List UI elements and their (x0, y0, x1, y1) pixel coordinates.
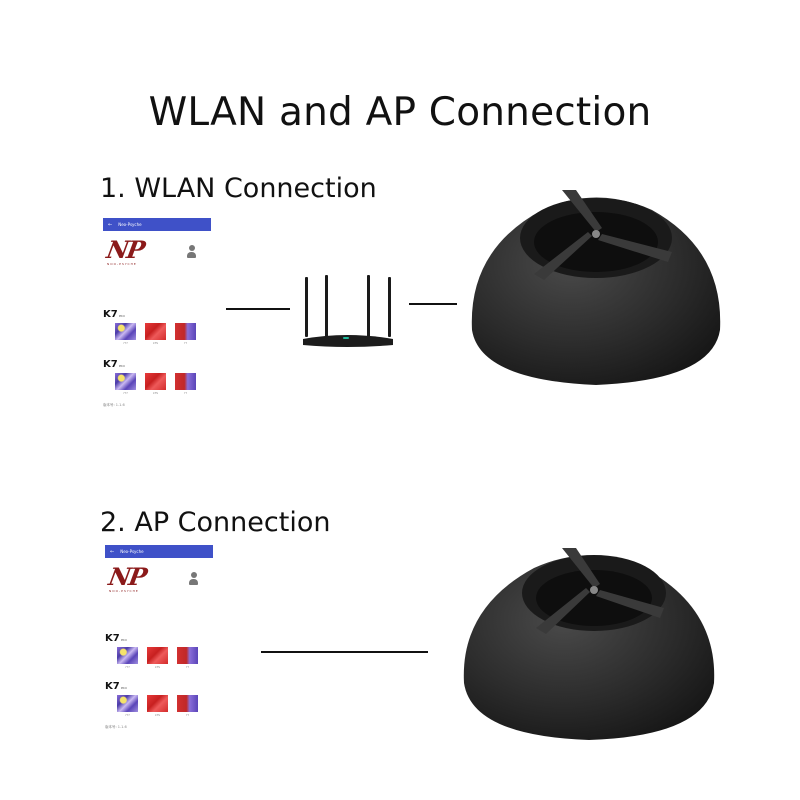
mode-thumbnail[interactable] (145, 373, 166, 390)
mode-thumbnail[interactable] (175, 373, 196, 390)
device-name: K7 (103, 359, 118, 370)
thumbnail-caption: LTS (153, 391, 158, 395)
device-suffix: PRO (120, 686, 127, 690)
connection-line (261, 651, 428, 653)
app-bar: ← Neo-Psyche (105, 545, 213, 558)
mode-thumbnail[interactable] (117, 647, 138, 664)
fan-device-image (463, 548, 715, 740)
mode-thumbnail[interactable] (115, 323, 136, 340)
section-title-wlan: 1. WLAN Connection (100, 173, 377, 204)
device-suffix: PRO (118, 364, 125, 368)
mode-thumbnail[interactable] (147, 647, 168, 664)
mode-thumbnail[interactable] (145, 323, 166, 340)
back-arrow-icon[interactable]: ← (108, 221, 113, 228)
app-bar: ← Neo-Psyche (103, 218, 211, 231)
brand-logo-subtitle: NOO-PSYCHE (107, 262, 137, 266)
thumbnail-caption: ??? (123, 341, 128, 345)
mode-thumbnail[interactable] (177, 647, 198, 664)
mode-thumbnail[interactable] (147, 695, 168, 712)
version-footer: 版本号: 1.1.6 (105, 725, 127, 729)
person-icon[interactable] (189, 572, 198, 585)
thumbnail-caption: ?? (185, 713, 190, 717)
brand-logo: NP (104, 235, 146, 264)
thumbnail-caption: ??? (123, 391, 128, 395)
mode-thumbnail[interactable] (115, 373, 136, 390)
mode-thumbnail[interactable] (175, 323, 196, 340)
device-name: K7 (105, 633, 120, 644)
mode-thumbnail[interactable] (117, 695, 138, 712)
connection-line (226, 308, 290, 310)
device-name: K7 (105, 681, 120, 692)
brand-logo: NP (106, 562, 148, 591)
connection-line (409, 303, 457, 305)
device-suffix: PRO (120, 638, 127, 642)
thumbnail-caption: ??? (125, 713, 130, 717)
thumbnail-caption: ?? (183, 341, 188, 345)
thumbnail-caption: LTS (153, 341, 158, 345)
thumbnail-caption: ??? (125, 665, 130, 669)
thumbnail-caption: ?? (185, 665, 190, 669)
back-arrow-icon[interactable]: ← (110, 548, 115, 555)
app-bar-title: Neo-Psyche (120, 549, 144, 554)
thumbnail-caption: ?? (183, 391, 188, 395)
brand-row: NP NOO-PSYCHE (103, 231, 211, 271)
version-footer: 版本号: 1.1.6 (103, 403, 125, 407)
person-icon[interactable] (187, 245, 196, 258)
brand-logo-subtitle: NOO-PSYCHE (109, 589, 139, 593)
mode-thumbnail[interactable] (177, 695, 198, 712)
page-title: WLAN and AP Connection (148, 90, 652, 135)
thumbnail-caption: LTS (155, 665, 160, 669)
app-bar-title: Neo-Psyche (118, 222, 142, 227)
fan-device-image (471, 190, 721, 385)
router-icon (303, 275, 393, 347)
brand-row: NP NOO-PSYCHE (105, 558, 213, 598)
device-name: K7 (103, 309, 118, 320)
section-title-ap: 2. AP Connection (100, 507, 331, 538)
thumbnail-caption: LTS (155, 713, 160, 717)
device-suffix: PRO (118, 314, 125, 318)
